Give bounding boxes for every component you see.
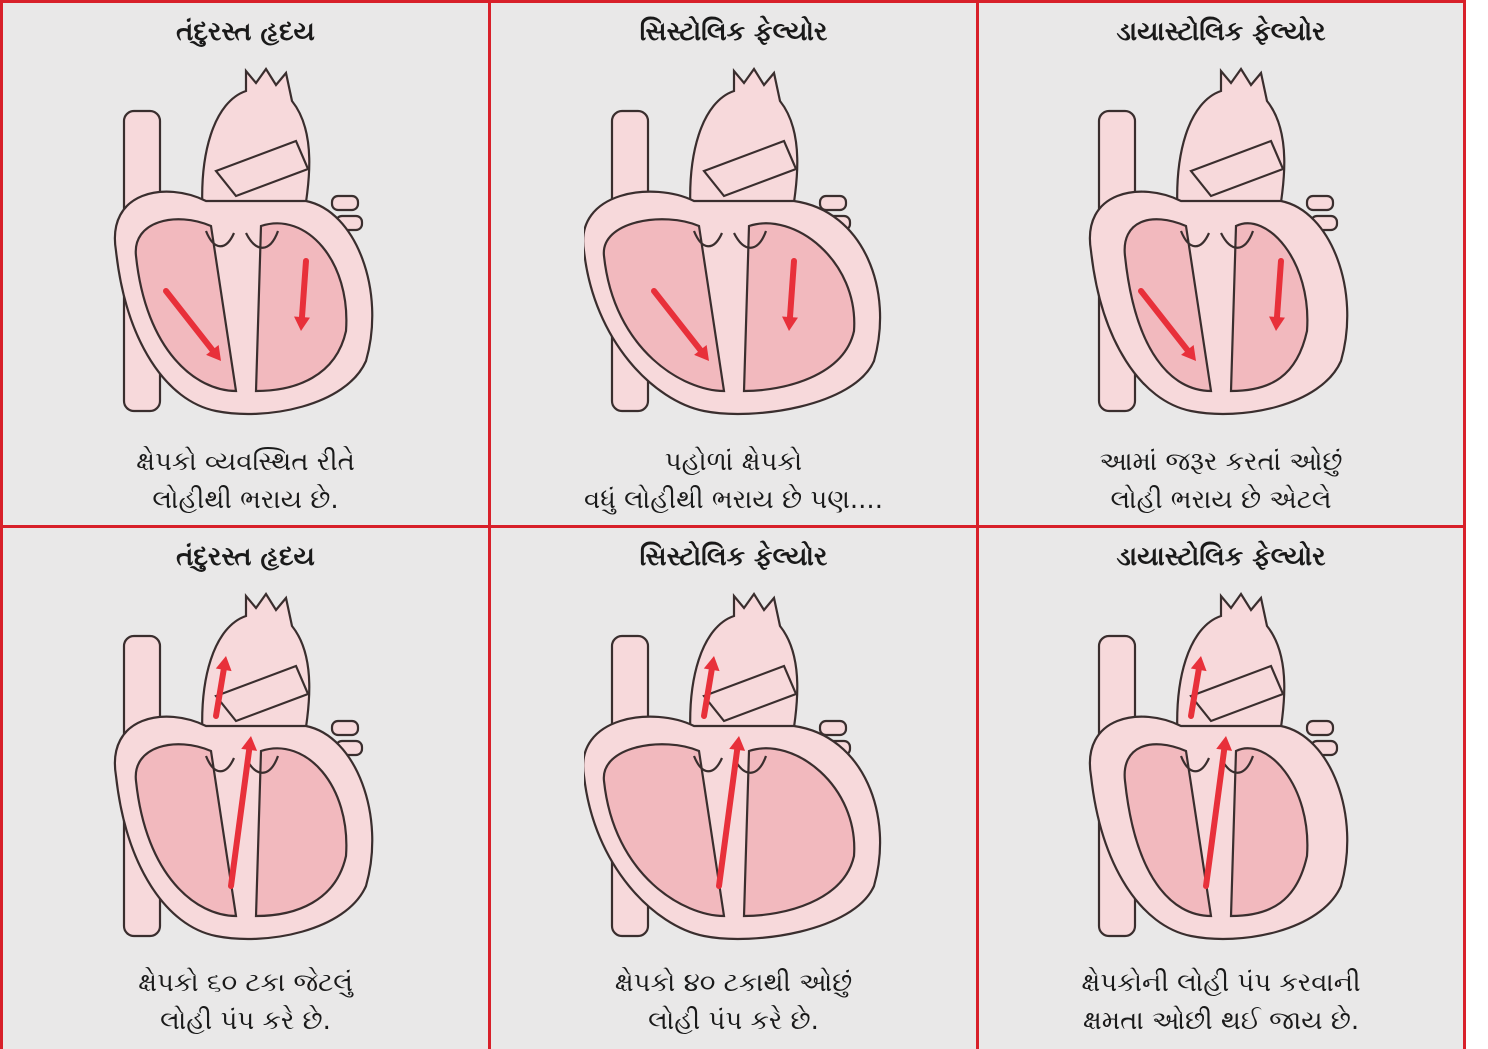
caption-line-2: લોહી પંપ કરે છે. <box>491 1002 976 1040</box>
pulmonary-vein <box>1307 196 1333 210</box>
panel-title: ડાયાસ્ટોલિક ફેલ્યોર <box>979 542 1463 573</box>
caption-line-1: ક્ષેપકો વ્યવસ્થિત રીતે <box>3 443 488 481</box>
blood-flow-arrow <box>301 261 305 317</box>
pulmonary-vein <box>820 721 846 735</box>
caption-line-2: ક્ષમતા ઓછી થઈ જાય છે. <box>979 1002 1463 1040</box>
caption-line-1: આમાં જરૂર કરતાં ઓછું <box>979 443 1463 481</box>
panel-caption: ક્ષેપકો વ્યવસ્થિત રીતે લોહીથી ભરાય છે. <box>3 443 488 519</box>
panel-healthy-filling: તંદુરસ્ત હૃદય ક્ષેપકો વ્યવસ્થિત રીતે લોહ… <box>3 3 491 528</box>
pulmonary-vein <box>820 196 846 210</box>
panel-caption: આમાં જરૂર કરતાં ઓછું લોહી ભરાય છે એટલે <box>979 443 1463 519</box>
caption-line-1: પહોળાં ક્ષેપકો <box>491 443 976 481</box>
panel-title: તંદુરસ્ત હૃદય <box>3 17 488 48</box>
panel-diastolic-pumping: ડાયાસ્ટોલિક ફેલ્યોર ક્ષેપકોની લોહી પંપ ક… <box>979 528 1463 1049</box>
caption-line-1: ક્ષેપકો ૪૦ ટકાથી ઓછું <box>491 964 976 1002</box>
panel-title: ડાયાસ્ટોલિક ફેલ્યોર <box>979 17 1463 48</box>
heart-illustration <box>584 586 884 956</box>
blood-flow-arrow <box>789 261 793 317</box>
caption-line-2: લોહીથી ભરાય છે. <box>3 481 488 519</box>
panel-caption: ક્ષેપકો ૪૦ ટકાથી ઓછું લોહી પંપ કરે છે. <box>491 964 976 1040</box>
pulmonary-vein <box>1307 721 1333 735</box>
caption-line-2: લોહી પંપ કરે છે. <box>3 1002 488 1040</box>
panel-healthy-pumping: તંદુરસ્ત હૃદય ક્ષેપકો ૬૦ ટકા જેટલું લોહી… <box>3 528 491 1049</box>
heart-illustration <box>96 61 396 431</box>
panel-title: સિસ્ટોલિક ફેલ્યોર <box>491 17 976 48</box>
caption-line-1: ક્ષેપકોની લોહી પંપ કરવાની <box>979 964 1463 1002</box>
heart-illustration <box>96 586 396 956</box>
panel-caption: ક્ષેપકોની લોહી પંપ કરવાની ક્ષમતા ઓછી થઈ … <box>979 964 1463 1040</box>
panel-title: સિસ્ટોલિક ફેલ્યોર <box>491 542 976 573</box>
heart-illustration <box>1071 586 1371 956</box>
heart-illustration <box>1071 61 1371 431</box>
pulmonary-vein <box>332 721 358 735</box>
blood-flow-arrow <box>1277 261 1281 317</box>
pulmonary-vein <box>332 196 358 210</box>
panel-caption: ક્ષેપકો ૬૦ ટકા જેટલું લોહી પંપ કરે છે. <box>3 964 488 1040</box>
panel-systolic-pumping: સિસ્ટોલિક ફેલ્યોર ક્ષેપકો ૪૦ ટકાથી ઓછું … <box>491 528 979 1049</box>
caption-line-2: વધું લોહીથી ભરાય છે પણ.... <box>491 481 976 519</box>
caption-line-1: ક્ષેપકો ૬૦ ટકા જેટલું <box>3 964 488 1002</box>
panel-diastolic-filling: ડાયાસ્ટોલિક ફેલ્યોર આમાં જરૂર કરતાં ઓછું… <box>979 3 1463 528</box>
panel-title: તંદુરસ્ત હૃદય <box>3 542 488 573</box>
heart-illustration <box>584 61 884 431</box>
panel-caption: પહોળાં ક્ષેપકો વધું લોહીથી ભરાય છે પણ...… <box>491 443 976 519</box>
caption-line-2: લોહી ભરાય છે એટલે <box>979 481 1463 519</box>
panel-systolic-filling: સિસ્ટોલિક ફેલ્યોર પહોળાં ક્ષેપકો વધું લો… <box>491 3 979 528</box>
